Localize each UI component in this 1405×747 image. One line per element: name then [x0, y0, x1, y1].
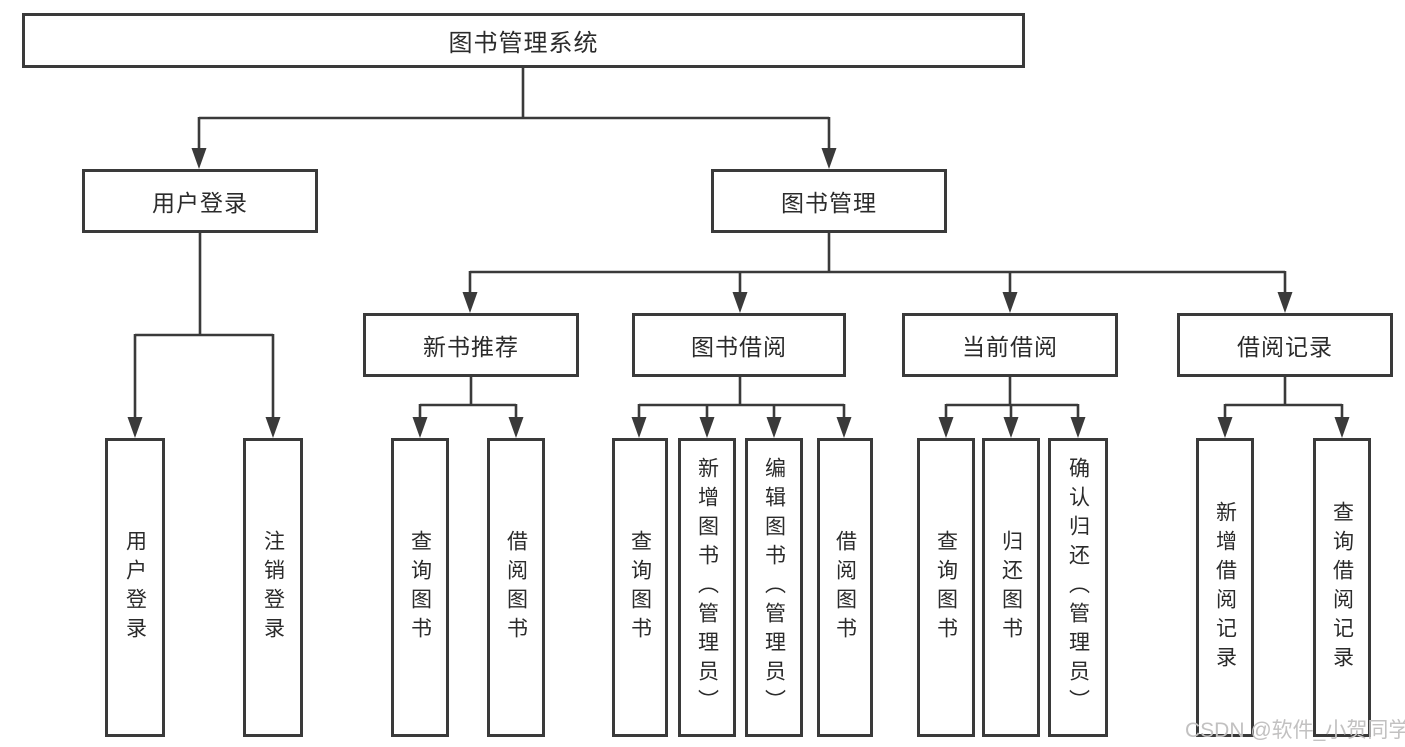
- leaf-confirm-return-admin: 确认归还（管理员）: [1048, 438, 1108, 737]
- leaf-user-login: 用户登录: [105, 438, 165, 737]
- leaf-borrow-books-label: 借阅图书: [833, 529, 857, 646]
- connector-book-borrow-to-leaves: [631, 376, 852, 438]
- leaf-logout-label: 注销登录: [261, 529, 285, 646]
- node-current-borrow: 当前借阅: [902, 313, 1118, 377]
- connector-new-book-recommend-to-leaves: [412, 376, 524, 438]
- node-user-login: 用户登录: [82, 169, 318, 233]
- node-borrow-records-label: 借阅记录: [1237, 334, 1333, 360]
- node-borrow-records: 借阅记录: [1177, 313, 1393, 377]
- leaf-confirm-return-admin-label: 确认归还（管理员）: [1066, 457, 1090, 718]
- leaf-borrow-books: 借阅图书: [817, 438, 873, 737]
- connector-root-to-level2: [191, 66, 837, 169]
- leaf-borrow-query-books: 查询图书: [612, 438, 668, 737]
- leaf-recommend-borrow-books-label: 借阅图书: [504, 529, 528, 646]
- leaf-return-books-label: 归还图书: [999, 529, 1023, 646]
- leaf-edit-books-admin-label: 编辑图书（管理员）: [762, 457, 786, 718]
- node-book-borrow-label: 图书借阅: [691, 334, 787, 360]
- leaf-query-borrow-record-label: 查询借阅记录: [1330, 500, 1354, 675]
- leaf-add-books-admin-label: 新增图书（管理员）: [695, 457, 719, 718]
- leaf-user-login-label: 用户登录: [123, 529, 147, 646]
- leaf-recommend-query-books: 查询图书: [391, 438, 449, 737]
- connector-current-borrow-to-leaves: [938, 376, 1086, 438]
- leaf-query-borrow-record: 查询借阅记录: [1313, 438, 1371, 737]
- connector-user-login-to-leaves: [127, 232, 281, 438]
- leaf-current-query-books-label: 查询图书: [934, 529, 958, 646]
- node-user-login-label: 用户登录: [152, 190, 248, 216]
- leaf-borrow-query-books-label: 查询图书: [628, 529, 652, 646]
- node-current-borrow-label: 当前借阅: [962, 334, 1058, 360]
- leaf-add-books-admin: 新增图书（管理员）: [678, 438, 736, 737]
- leaf-current-query-books: 查询图书: [917, 438, 975, 737]
- node-root-system-label: 图书管理系统: [448, 30, 599, 57]
- leaf-recommend-borrow-books: 借阅图书: [487, 438, 545, 737]
- leaf-logout: 注销登录: [243, 438, 303, 737]
- csdn-watermark: CSDN @软件_小贺同学: [1185, 719, 1405, 742]
- connector-book-management-to-level3: [462, 232, 1293, 313]
- node-root-system: 图书管理系统: [22, 13, 1025, 68]
- node-book-management: 图书管理: [711, 169, 947, 233]
- leaf-edit-books-admin: 编辑图书（管理员）: [745, 438, 803, 737]
- node-book-management-label: 图书管理: [781, 190, 877, 216]
- leaf-recommend-query-books-label: 查询图书: [408, 529, 432, 646]
- node-book-borrow: 图书借阅: [632, 313, 846, 377]
- node-new-book-recommend-label: 新书推荐: [423, 334, 519, 360]
- leaf-return-books: 归还图书: [982, 438, 1040, 737]
- node-new-book-recommend: 新书推荐: [363, 313, 579, 377]
- leaf-add-borrow-record-label: 新增借阅记录: [1213, 500, 1237, 675]
- leaf-add-borrow-record: 新增借阅记录: [1196, 438, 1254, 737]
- connector-borrow-records-to-leaves: [1217, 376, 1350, 438]
